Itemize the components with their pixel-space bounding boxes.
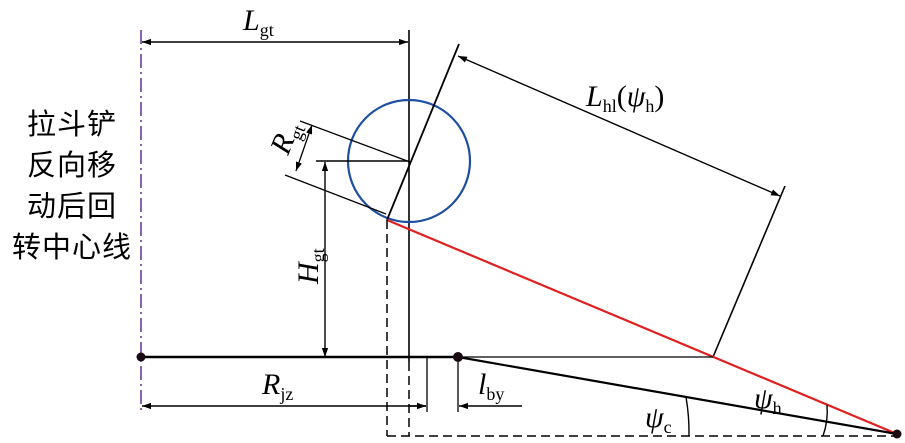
caption-line-4: 转中心线 <box>11 230 132 264</box>
red-rope-line <box>386 218 898 436</box>
label-hgt: Hgt <box>292 248 328 285</box>
caption-line-2: 反向移 <box>26 148 117 182</box>
angle-arc-psi-c <box>685 396 690 437</box>
label-psi-c: ψc <box>645 401 672 437</box>
label-lgt: Lgt <box>242 4 274 40</box>
lhl-extension-right <box>712 185 786 358</box>
label-rjz: Rjz <box>261 368 293 404</box>
boom-line <box>386 43 460 221</box>
label-lby: lby <box>478 368 504 404</box>
label-lhl: Lhl(ψh) <box>585 80 664 116</box>
slope-line <box>457 355 898 436</box>
angle-arc-psi-h <box>822 404 828 437</box>
rgt-dimension-arrow <box>295 124 313 172</box>
pivot-point-right <box>892 429 902 439</box>
lhl-dimension-arrow <box>457 55 781 197</box>
pivot-point-middle <box>453 352 463 362</box>
rgt-extension-top <box>299 120 411 163</box>
caption-line-1: 拉斗铲 <box>26 107 117 141</box>
rotation-center-caption: 拉斗铲 反向移 动后回 转中心线 <box>6 104 138 268</box>
caption-line-3: 动后回 <box>26 189 117 223</box>
pivot-point-left <box>136 352 146 362</box>
label-psi-h: ψh <box>754 382 782 418</box>
rgt-extension-bottom <box>284 174 387 215</box>
